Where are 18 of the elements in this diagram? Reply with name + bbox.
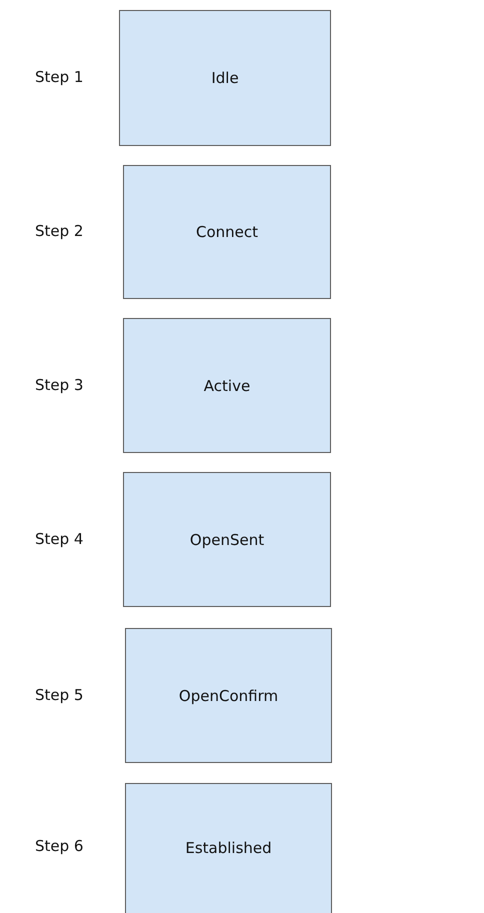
- state-box: [123, 318, 331, 453]
- step-label: Step 5: [35, 686, 84, 704]
- state-name: Connect: [196, 223, 258, 241]
- state-name: OpenSent: [190, 530, 264, 548]
- state-box: [125, 783, 332, 913]
- state-box: [125, 628, 332, 763]
- state-box: [123, 472, 331, 607]
- state-name: OpenConfirm: [178, 686, 278, 704]
- step-label: Step 1: [35, 68, 84, 86]
- state-name: Idle: [211, 69, 239, 87]
- state-name: Established: [185, 838, 272, 856]
- step-label: Step 4: [35, 530, 84, 548]
- step-label: Step 2: [35, 222, 84, 240]
- step-label: Step 6: [35, 837, 84, 855]
- state-name: Active: [204, 376, 250, 394]
- state-box: [123, 165, 331, 299]
- step-label: Step 3: [35, 376, 84, 394]
- state-box: [119, 10, 331, 146]
